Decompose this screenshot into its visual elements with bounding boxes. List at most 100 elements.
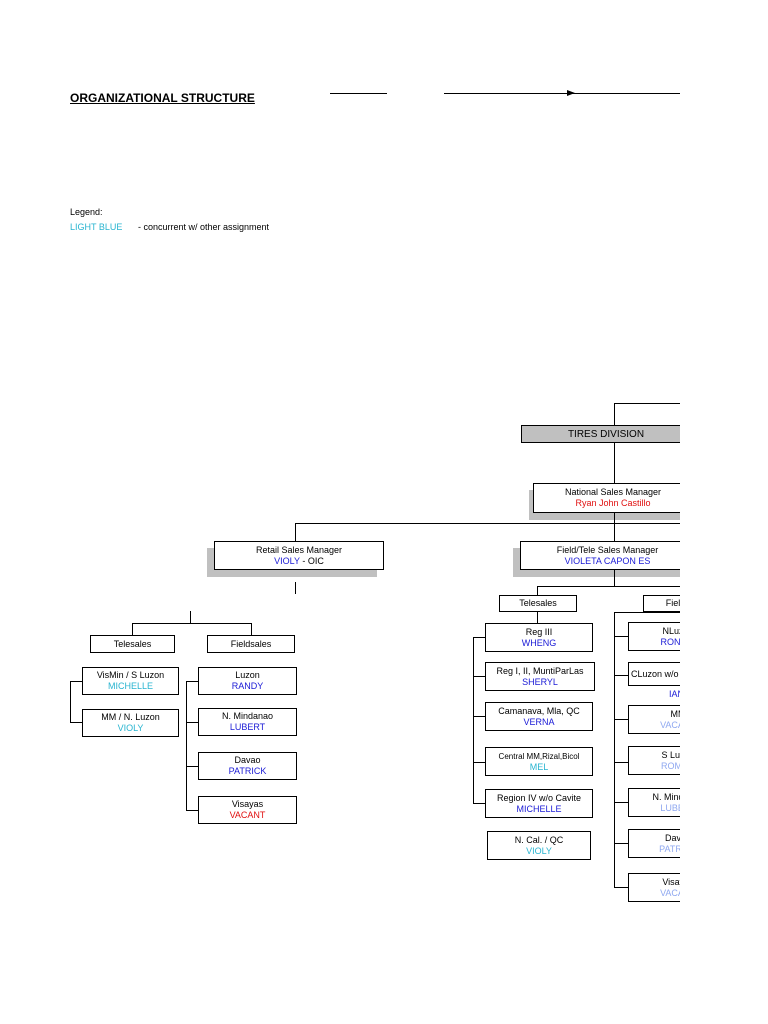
fieldtele-manager-box: Field/Tele Sales Manager VIOLETA CAPON E… xyxy=(520,541,680,570)
unit-name: VACANT xyxy=(660,887,680,898)
connector xyxy=(295,582,296,594)
connector xyxy=(614,802,628,803)
connector xyxy=(132,623,133,635)
connector xyxy=(186,681,187,811)
unit-area: Reg I, II, MuntiParLas xyxy=(496,665,584,676)
connector xyxy=(614,612,615,887)
fieldtele-field-unit: N. Mindanao LUBERT xyxy=(628,788,680,817)
fieldtele-telesales-box: Telesales xyxy=(499,595,577,612)
retail-tele-unit: VisMin / S Luzon MICHELLE xyxy=(82,667,179,695)
connector xyxy=(614,443,615,483)
unit-area: Davao xyxy=(664,832,680,843)
connector xyxy=(614,570,615,586)
connector xyxy=(295,523,680,524)
unit-name: PATRICK xyxy=(228,766,267,776)
retail-role: Retail Sales Manager xyxy=(255,544,343,555)
unit-area: MM xyxy=(670,708,681,719)
unit-name: ROMEO xyxy=(660,760,680,771)
connector xyxy=(132,623,252,624)
connector xyxy=(614,762,628,763)
division-box: TIRES DIVISION xyxy=(521,425,680,443)
unit-name: IAN xyxy=(669,689,680,699)
fieldtele-field-unit: S Luzon ROMEO xyxy=(628,746,680,775)
unit-area: Camanava, Mla, QC xyxy=(498,705,580,716)
retail-telesales-box: Telesales xyxy=(90,635,175,653)
connector xyxy=(186,722,198,723)
connector xyxy=(186,766,198,767)
page-title: ORGANIZATIONAL STRUCTURE xyxy=(70,91,255,105)
unit-area: MM / N. Luzon xyxy=(101,712,160,722)
connector xyxy=(614,887,628,888)
unit-name: LUBERT xyxy=(660,802,680,813)
connector xyxy=(473,716,485,717)
fieldtele-field-unit: NLuzon RONNIE xyxy=(628,622,680,651)
unit-name: VACANT xyxy=(660,719,680,730)
fieldtele-field-unit: Visayas VACANT xyxy=(628,873,680,902)
connector xyxy=(295,523,296,541)
unit-area: N. Cal. / QC xyxy=(514,834,564,845)
retail-suffix: - OIC xyxy=(299,555,324,566)
connector xyxy=(614,403,680,404)
header-rule-left xyxy=(330,93,387,94)
connector xyxy=(614,636,628,637)
connector xyxy=(70,722,82,723)
connector xyxy=(70,681,82,682)
fieldtele-field-unit: CLuzon w/o Bulacan xyxy=(628,662,680,686)
fieldtele-telesales-label: Telesales xyxy=(519,598,557,608)
retail-name-line: VIOLY - OIC xyxy=(215,556,383,567)
connector xyxy=(614,513,615,541)
unit-name: VIOLY xyxy=(526,845,552,856)
fieldtele-tele-unit: Reg I, II, MuntiParLas SHERYL xyxy=(485,662,595,691)
connector xyxy=(473,762,485,763)
unit-name: VERNA xyxy=(523,716,555,727)
fieldtele-tele-unit: Reg III WHENG xyxy=(485,623,593,652)
unit-name: MICHELLE xyxy=(107,681,153,691)
retail-fieldsales-label: Fieldsales xyxy=(230,638,272,649)
unit-area: NLuzon xyxy=(662,625,680,636)
connector xyxy=(186,810,198,811)
connector xyxy=(614,403,615,425)
unit-area: Davao xyxy=(234,755,261,765)
unit-area: Visayas xyxy=(662,876,680,887)
unit-area: N. Mindanao xyxy=(652,791,680,802)
unit-name: RONNIE xyxy=(660,636,680,647)
retail-fieldsales-box: Fieldsales xyxy=(207,635,295,653)
unit-name: MICHELLE xyxy=(516,803,562,814)
connector xyxy=(537,586,680,587)
retail-telesales-label: Telesales xyxy=(113,638,152,649)
connector xyxy=(537,612,538,623)
connector xyxy=(190,611,191,623)
connector xyxy=(537,586,538,595)
retail-field-unit: Luzon RANDY xyxy=(198,667,297,695)
fieldtele-fieldsales-box: Fieldsales xyxy=(643,595,680,612)
retail-field-unit: N. Mindanao LUBERT xyxy=(198,708,297,736)
fieldtele-tele-unit: N. Cal. / QC VIOLY xyxy=(487,831,591,860)
unit-area: Luzon xyxy=(235,670,260,680)
unit-name: WHENG xyxy=(521,637,557,648)
connector xyxy=(473,803,485,804)
unit-area: Region IV w/o Cavite xyxy=(496,792,582,803)
unit-name: MEL xyxy=(529,761,549,772)
retail-tele-unit: MM / N. Luzon VIOLY xyxy=(82,709,179,737)
unit-name: VACANT xyxy=(229,810,266,820)
unit-area: Reg III xyxy=(525,626,553,637)
fieldtele-role: Field/Tele Sales Manager xyxy=(556,544,659,555)
retail-field-unit: Visayas VACANT xyxy=(198,796,297,824)
org-chart: TIRES DIVISION National Sales Manager Ry… xyxy=(70,403,681,902)
connector xyxy=(473,637,474,804)
fieldtele-tele-unit: Region IV w/o Cavite MICHELLE xyxy=(485,789,593,818)
national-manager-box: National Sales Manager Ryan John Castill… xyxy=(533,483,680,513)
fieldtele-fieldsales-label: Fieldsales xyxy=(665,598,680,608)
connector xyxy=(614,612,680,613)
national-role: National Sales Manager xyxy=(564,487,662,497)
retail-name: VIOLY xyxy=(274,555,300,566)
fieldtele-tele-unit: Camanava, Mla, QC VERNA xyxy=(485,702,593,731)
legend-key: LIGHT BLUE xyxy=(70,222,123,232)
unit-area: VisMin / S Luzon xyxy=(96,670,165,680)
national-name: Ryan John Castillo xyxy=(575,498,651,508)
legend-label: Legend: xyxy=(70,207,103,217)
unit-name: LUBERT xyxy=(229,722,266,732)
fieldtele-tele-unit: Central MM,Rizal,Bicol MEL xyxy=(485,747,593,776)
unit-name: SHERYL xyxy=(522,676,558,687)
connector xyxy=(70,681,71,723)
